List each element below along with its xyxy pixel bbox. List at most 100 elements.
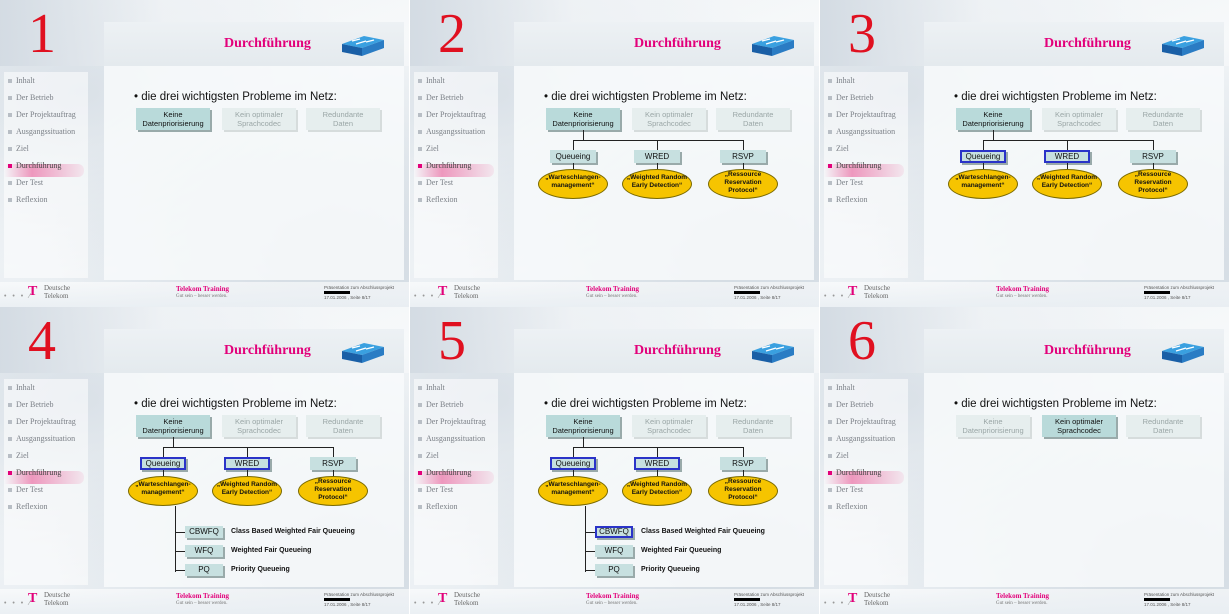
nav-item[interactable]: Der Test: [828, 178, 863, 187]
presentation-date: 17.01.2006 , Seite 8/17: [734, 602, 781, 607]
queue-label: Weighted Fair Queueing: [231, 547, 312, 554]
nav-item[interactable]: Durchführung: [8, 468, 61, 477]
nav-item[interactable]: Ausgangssituation: [828, 434, 895, 443]
tree-connector: [573, 163, 574, 169]
nav-item-label: Inhalt: [836, 383, 855, 392]
nav-item[interactable]: Der Projektauftrag: [8, 417, 76, 426]
network-switch-icon: [1158, 32, 1208, 58]
nav-item[interactable]: Reflexion: [828, 502, 868, 511]
network-switch-icon: [1158, 339, 1208, 365]
bullet-text: • die drei wichtigsten Probleme im Netz:: [544, 91, 747, 103]
nav-bullet-icon: [418, 113, 422, 118]
nav-item-label: Reflexion: [426, 195, 458, 204]
tree-connector: [1153, 140, 1154, 150]
nav-item[interactable]: Reflexion: [418, 502, 458, 511]
nav-bullet-icon: [8, 471, 12, 476]
nav-item[interactable]: Ziel: [418, 451, 439, 460]
solution-box: Queueing: [140, 457, 186, 470]
nav-item[interactable]: Der Betrieb: [418, 400, 464, 409]
nav-item[interactable]: Ausgangssituation: [418, 127, 485, 136]
nav-item[interactable]: Der Projektauftrag: [8, 110, 76, 119]
nav-item[interactable]: Ausgangssituation: [8, 127, 75, 136]
nav-item[interactable]: Reflexion: [418, 195, 458, 204]
nav-item[interactable]: Durchführung: [418, 468, 471, 477]
nav-item[interactable]: Ziel: [8, 451, 29, 460]
slide-footer: [410, 589, 819, 614]
nav-item[interactable]: Der Betrieb: [828, 93, 874, 102]
nav-item-label: Ziel: [426, 451, 439, 460]
nav-item[interactable]: Ziel: [418, 144, 439, 153]
tree-connector: [163, 470, 164, 476]
tree-connector: [657, 140, 658, 150]
nav-item-label: Durchführung: [426, 161, 472, 170]
nav-item[interactable]: Der Betrieb: [418, 93, 464, 102]
nav-item-label: Der Projektauftrag: [836, 110, 896, 119]
nav-item-label: Der Betrieb: [426, 400, 464, 409]
nav-item[interactable]: Der Betrieb: [8, 400, 54, 409]
tree-connector: [743, 163, 744, 169]
nav-item[interactable]: Der Projektauftrag: [418, 417, 486, 426]
nav-item[interactable]: Der Betrieb: [828, 400, 874, 409]
nav-item-label: Der Betrieb: [836, 93, 874, 102]
nav-bullet-icon: [828, 386, 832, 391]
nav-bullet-icon: [8, 181, 12, 186]
nav-item[interactable]: Inhalt: [828, 383, 855, 392]
nav-item[interactable]: Der Betrieb: [8, 93, 54, 102]
nav-item[interactable]: Der Test: [8, 178, 43, 187]
nav-item[interactable]: Ausgangssituation: [828, 127, 895, 136]
queue-label: Priority Queueing: [231, 566, 290, 573]
nav-item[interactable]: Inhalt: [828, 76, 855, 85]
slide-footer: [820, 282, 1229, 307]
nav-item-label: Ausgangssituation: [426, 127, 486, 136]
nav-item[interactable]: Inhalt: [8, 383, 35, 392]
nav-item[interactable]: Ziel: [828, 144, 849, 153]
nav-item[interactable]: Der Test: [8, 485, 43, 494]
nav-item[interactable]: Inhalt: [418, 383, 445, 392]
nav-item[interactable]: Der Test: [418, 178, 453, 187]
nav-item-label: Ausgangssituation: [836, 127, 896, 136]
nav-item[interactable]: Reflexion: [8, 502, 48, 511]
nav-item[interactable]: Ziel: [8, 144, 29, 153]
nav-item[interactable]: Durchführung: [828, 468, 881, 477]
nav-item-label: Der Projektauftrag: [426, 110, 486, 119]
nav-item[interactable]: Der Test: [828, 485, 863, 494]
nav-item[interactable]: Ziel: [828, 451, 849, 460]
nav-item[interactable]: Durchführung: [418, 161, 471, 170]
presentation-label: Präsentation zum Abschlussprojekt: [1144, 285, 1215, 290]
nav-item[interactable]: Ausgangssituation: [8, 434, 75, 443]
nav-bullet-icon: [828, 181, 832, 186]
nav-item[interactable]: Inhalt: [418, 76, 445, 85]
nav-item[interactable]: Reflexion: [8, 195, 48, 204]
nav-item[interactable]: Der Projektauftrag: [828, 417, 896, 426]
presentation-label: Präsentation zum Abschlussprojekt: [324, 285, 395, 290]
nav-item[interactable]: Reflexion: [828, 195, 868, 204]
nav-item[interactable]: Ausgangssituation: [418, 434, 485, 443]
queue-box: WFQ: [185, 545, 223, 557]
nav-item-label: Ausgangssituation: [16, 434, 76, 443]
tree-connector: [573, 447, 574, 457]
nav-item[interactable]: Inhalt: [8, 76, 35, 85]
nav-bullet-icon: [418, 437, 422, 442]
training-slogan: Gut sein – besser werden.: [586, 601, 638, 606]
nav-bullet-icon: [418, 130, 422, 135]
nav-item[interactable]: Durchführung: [828, 161, 881, 170]
nav-item[interactable]: Der Projektauftrag: [418, 110, 486, 119]
nav-item[interactable]: Der Test: [418, 485, 453, 494]
nav-item[interactable]: Durchführung: [8, 161, 61, 170]
nav-item[interactable]: Der Projektauftrag: [828, 110, 896, 119]
